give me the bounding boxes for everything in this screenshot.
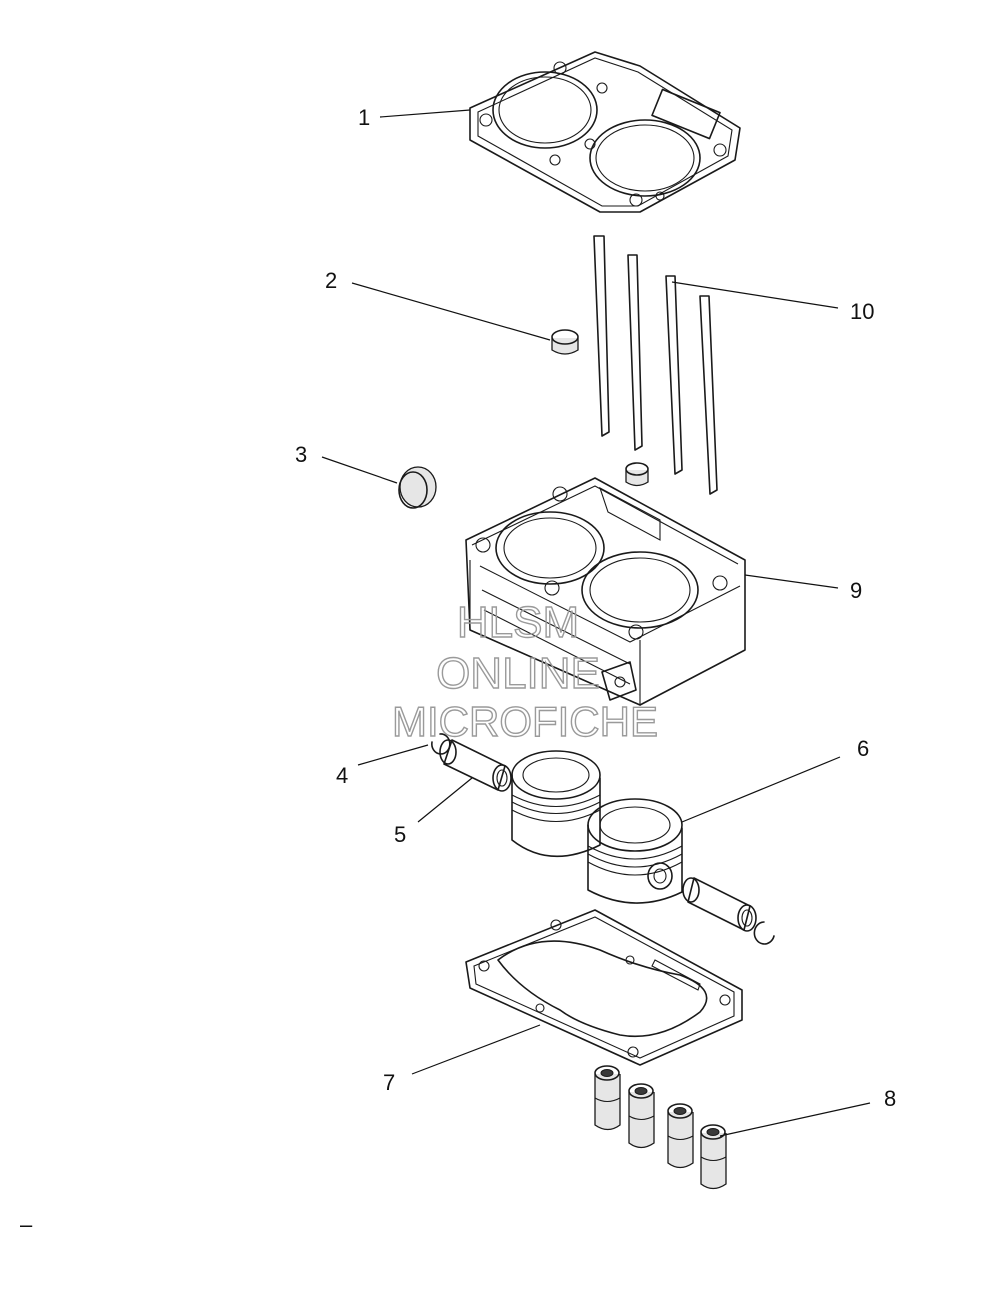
- callouts: 1 2 3 10 9 4 5 6 7 8: [295, 105, 896, 1111]
- callout-4: 4: [336, 763, 348, 788]
- hollow-dowel: [594, 1065, 621, 1131]
- cylinder-block: [465, 477, 746, 706]
- watermark-line-1: HLSM: [457, 598, 579, 647]
- hollow-dowel: [700, 1124, 727, 1190]
- wrist-pin-upper: [439, 739, 512, 792]
- plug-cap: [398, 466, 437, 509]
- callout-9: 9: [850, 578, 862, 603]
- callout-6: 6: [857, 736, 869, 761]
- callout-7: 7: [383, 1070, 395, 1095]
- dowel-pin: [551, 329, 579, 355]
- callout-10: 10: [850, 299, 874, 324]
- circlip-lower: [753, 921, 775, 945]
- head-gasket: [469, 51, 741, 213]
- leader-lines: [321, 109, 871, 1137]
- callout-5: 5: [394, 822, 406, 847]
- watermark: HLSM ONLINE MICROFICHE: [391, 597, 658, 745]
- pistons: [511, 750, 683, 904]
- cylinder-dowel: [625, 462, 649, 487]
- hollow-dowel: [628, 1083, 655, 1149]
- hollow-dowels: [594, 1065, 727, 1190]
- hollow-dowel: [667, 1103, 694, 1169]
- callout-1: 1: [358, 105, 370, 130]
- watermark-line-2: ONLINE: [436, 649, 600, 698]
- watermark-line-3: MICROFICHE: [392, 698, 658, 745]
- callout-8: 8: [884, 1086, 896, 1111]
- base-gasket: [465, 909, 743, 1066]
- callout-2: 2: [325, 268, 337, 293]
- corner-mark: –: [20, 1212, 33, 1237]
- studs: [593, 235, 718, 495]
- circlip-upper: [431, 733, 451, 755]
- wrist-pin-lower: [682, 877, 757, 932]
- callout-3: 3: [295, 442, 307, 467]
